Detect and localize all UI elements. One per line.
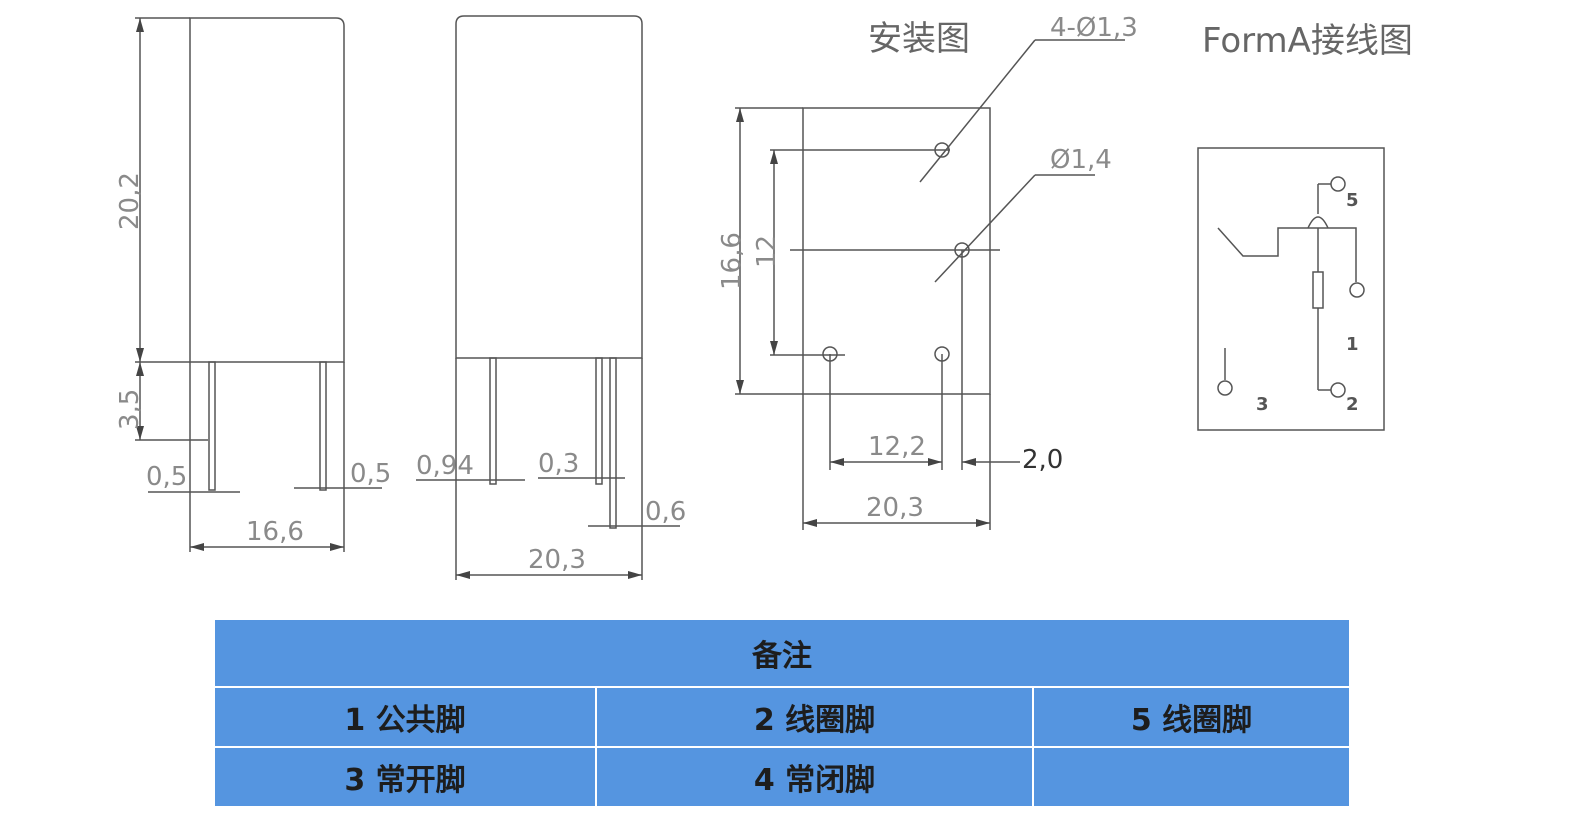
wiring-pin-label-3: 3 <box>1256 394 1269 415</box>
table-header: 备注 <box>212 618 1352 688</box>
dim-mount-height: 16,6 <box>717 232 747 290</box>
side-view <box>135 17 382 552</box>
wiring-schematic <box>1197 147 1385 431</box>
table-cell: 5 线圈脚 <box>1031 686 1352 748</box>
wiring-pin-label-5: 5 <box>1346 190 1359 211</box>
mounting-hole-note: 4-Ø1,3 <box>1050 13 1138 43</box>
dim-side-pin-length: 3,5 <box>115 389 145 430</box>
pin-notes-table: 备注 1 公共脚 2 线圈脚 5 线圈脚 3 常开脚 4 常闭脚 <box>212 618 1352 808</box>
wiring-pin-label-1: 1 <box>1346 334 1359 355</box>
dim-front-width: 20,3 <box>528 545 586 575</box>
table-cell: 2 线圈脚 <box>595 686 1034 748</box>
dim-mount-hole-span-h: 12,2 <box>868 432 926 462</box>
dim-side-pin-width-left: 0,5 <box>146 462 187 492</box>
table-cell: 4 常闭脚 <box>595 746 1034 808</box>
dim-side-height: 20,2 <box>115 172 145 230</box>
table-row: 1 公共脚 2 线圈脚 5 线圈脚 <box>213 686 1352 748</box>
table-cell: 1 公共脚 <box>213 686 597 748</box>
front-view <box>416 15 680 580</box>
table-cell <box>1031 746 1352 808</box>
dim-front-pin-thick: 0,94 <box>416 451 474 481</box>
dim-mount-hole-span-v: 12 <box>752 235 782 268</box>
dim-mount-edge-offset: 2,0 <box>1022 445 1063 475</box>
mounting-title: 安装图 <box>868 19 970 59</box>
mounting-view <box>735 39 1125 530</box>
table-row: 3 常开脚 4 常闭脚 <box>213 746 1352 808</box>
relay-dimension-drawing: 20,2 3,5 0,5 0,5 16,6 0,94 0,3 0,6 20,3 … <box>115 13 1413 580</box>
dim-side-pin-pitch: 16,6 <box>246 517 304 547</box>
wiring-title: FormA接线图 <box>1202 21 1413 61</box>
table-cell: 3 常开脚 <box>213 746 597 808</box>
dim-front-pin-offset: 0,6 <box>645 497 686 527</box>
wiring-pin-label-2: 2 <box>1346 394 1359 415</box>
dim-mount-width: 20,3 <box>866 493 924 523</box>
dim-side-pin-width-right: 0,5 <box>350 459 391 489</box>
mounting-hole-note-2: Ø1,4 <box>1050 145 1112 175</box>
dim-front-pin-gap: 0,3 <box>538 449 579 479</box>
